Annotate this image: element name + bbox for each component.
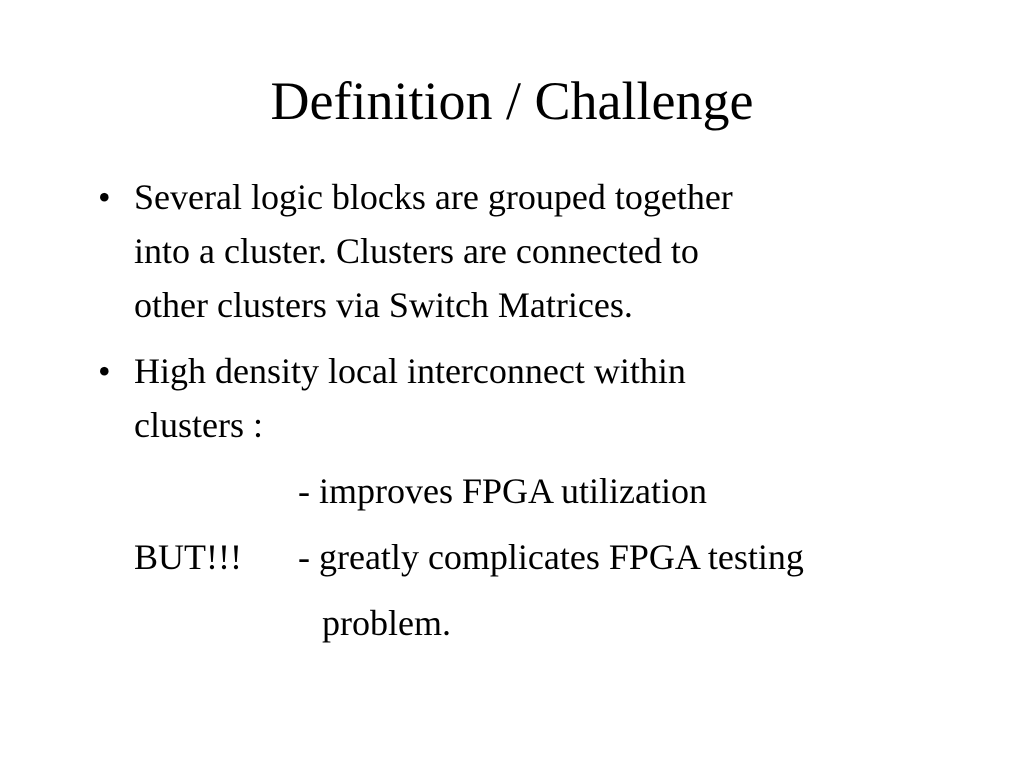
bullet-marker: •: [98, 351, 111, 391]
but-label: BUT!!!: [134, 537, 242, 577]
bullet-1-line-2: into a cluster. Clusters are connected t…: [134, 231, 699, 271]
bullet-2-line-1: High density local interconnect within: [134, 351, 686, 391]
problem-line: problem.: [322, 603, 451, 643]
slide-title: Definition / Challenge: [270, 71, 754, 131]
complicates-line: - greatly complicates FPGA testing: [298, 537, 804, 577]
bullet-marker: •: [98, 177, 111, 217]
bullet-2-line-2: clusters :: [134, 405, 263, 445]
bullet-1-line-1: Several logic blocks are grouped togethe…: [134, 177, 733, 217]
bullet-1-line-3: other clusters via Switch Matrices.: [134, 285, 633, 325]
improves-line: - improves FPGA utilization: [298, 471, 707, 511]
